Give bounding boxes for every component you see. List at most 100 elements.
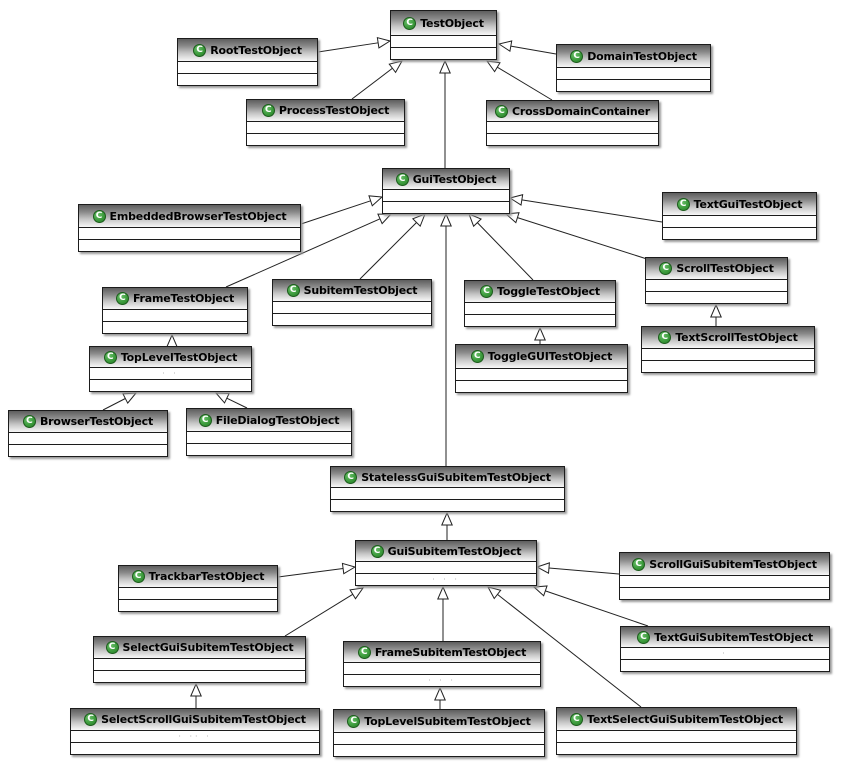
class-embedded-browser-test-object[interactable]: C EmbeddedBrowserTestObject xyxy=(78,204,301,252)
class-domain-test-object[interactable]: C DomainTestObject xyxy=(556,44,711,92)
class-title-bar: C GuiTestObject xyxy=(383,169,509,189)
class-icon-letter: C xyxy=(373,545,381,556)
class-name-label: StatelessGuiSubitemTestObject xyxy=(361,470,551,484)
methods-compartment xyxy=(465,314,615,326)
class-name-label: SelectScrollGuiSubitemTestObject xyxy=(101,713,306,726)
class-root-test-object[interactable]: C RootTestObject xyxy=(177,38,318,86)
class-icon: C xyxy=(261,104,275,117)
class-title-bar: C FileDialogTestObject xyxy=(187,409,351,431)
compartment-hint: · xyxy=(722,648,728,658)
methods-compartment xyxy=(187,443,351,455)
class-title-bar: C TextGuiTestObject xyxy=(663,193,816,215)
class-select-gui-subitem-test-object[interactable]: C SelectGuiSubitemTestObject xyxy=(93,636,306,683)
attributes-compartment xyxy=(356,561,536,573)
class-name-label: ToggleGUITestObject xyxy=(487,350,613,363)
class-icon-letter: C xyxy=(265,105,272,115)
class-text-gui-test-object[interactable]: C TextGuiTestObject xyxy=(662,192,817,240)
class-icon: C xyxy=(84,713,98,726)
methods-compartment xyxy=(94,670,305,682)
class-file-dialog-test-object[interactable]: C FileDialogTestObject xyxy=(186,408,352,456)
inheritance-edge-process-test-object-to-test-object xyxy=(351,60,404,100)
methods-compartment xyxy=(383,201,509,213)
class-select-scroll-gui-subitem-test-object[interactable]: C SelectScrollGuiSubitemTestObject · ·· … xyxy=(70,708,320,755)
class-title-bar: C SelectScrollGuiSubitemTestObject xyxy=(71,709,319,730)
methods-compartment xyxy=(620,587,829,599)
class-stateless-gui-subitem-test-object[interactable]: C StatelessGuiSubitemTestObject xyxy=(330,466,565,512)
methods-compartment xyxy=(487,133,658,145)
class-icon: C xyxy=(347,714,361,728)
class-test-object[interactable]: C TestObject xyxy=(390,10,497,60)
class-subitem-test-object[interactable]: C SubitemTestObject xyxy=(272,279,432,326)
methods-compartment xyxy=(9,444,167,456)
inheritance-line xyxy=(359,222,417,280)
methods-compartment xyxy=(273,313,431,325)
inheritance-arrowhead xyxy=(439,59,451,74)
inheritance-edge-gui-subitem-test-object-to-stateless-gui-subitem-test-object xyxy=(441,511,453,540)
attributes-compartment xyxy=(273,301,431,313)
class-gui-test-object[interactable]: C GuiTestObject xyxy=(382,168,510,214)
attributes-compartment: · xyxy=(621,647,829,659)
class-frame-subitem-test-object[interactable]: C FrameSubitemTestObject · · · xyxy=(343,641,541,687)
class-icon: C xyxy=(480,285,494,298)
class-name-label: GuiSubitemTestObject xyxy=(387,544,522,558)
methods-compartment xyxy=(642,360,814,372)
class-gui-subitem-test-object[interactable]: C GuiSubitemTestObject · · · xyxy=(355,540,537,586)
class-frame-test-object[interactable]: C FrameTestObject xyxy=(102,287,248,334)
class-text-select-gui-subitem-test-object[interactable]: C TextSelectGuiSubitemTestObject xyxy=(556,707,797,755)
methods-compartment xyxy=(456,380,627,392)
class-icon-letter: C xyxy=(196,44,203,55)
class-toggle-gui-test-object[interactable]: C ToggleGUITestObject xyxy=(455,344,628,393)
attributes-compartment xyxy=(646,279,787,291)
class-icon: C xyxy=(115,292,129,305)
class-scroll-gui-subitem-test-object[interactable]: C ScrollGuiSubitemTestObject xyxy=(619,552,830,600)
class-browser-test-object[interactable]: C BrowserTestObject xyxy=(8,410,168,457)
class-title-bar: C TopLevelTestObject xyxy=(90,347,251,367)
class-name-label: TextSelectGuiSubitemTestObject xyxy=(586,712,783,726)
methods-compartment xyxy=(646,291,787,303)
class-top-level-test-object[interactable]: C TopLevelTestObject · · xyxy=(89,346,252,392)
inheritance-line xyxy=(510,45,557,55)
attributes-compartment xyxy=(331,487,564,499)
class-toggle-test-object[interactable]: C ToggleTestObject xyxy=(464,280,616,327)
compartment-hint: · · xyxy=(162,368,179,378)
inheritance-line xyxy=(517,217,648,260)
class-icon: C xyxy=(131,570,145,583)
attributes-compartment xyxy=(383,189,509,201)
class-scroll-test-object[interactable]: C ScrollTestObject xyxy=(645,257,788,304)
class-text-gui-subitem-test-object[interactable]: C TextGuiSubitemTestObject · xyxy=(620,626,830,672)
class-icon-letter: C xyxy=(662,263,670,273)
class-icon-letter: C xyxy=(26,416,33,426)
class-icon-letter: C xyxy=(498,105,505,116)
class-name-label: TextGuiSubitemTestObject xyxy=(654,630,813,644)
attributes-compartment xyxy=(465,302,615,314)
class-title-bar: C ScrollGuiSubitemTestObject xyxy=(620,553,829,575)
inheritance-arrowhead xyxy=(377,213,393,225)
methods-compartment xyxy=(331,499,564,511)
class-icon-letter: C xyxy=(406,17,414,28)
class-name-label: TextScrollTestObject xyxy=(675,331,798,344)
methods-compartment xyxy=(391,47,496,59)
class-icon-letter: C xyxy=(134,571,142,581)
class-title-bar: C TextScrollTestObject xyxy=(642,327,814,348)
inheritance-line xyxy=(317,42,379,53)
class-process-test-object[interactable]: C ProcessTestObject xyxy=(246,99,405,146)
inheritance-line xyxy=(497,594,642,708)
inheritance-edge-scroll-gui-subitem-test-object-to-gui-subitem-test-object xyxy=(535,562,620,575)
compartment-hint: · · · xyxy=(432,574,460,584)
inheritance-line xyxy=(548,567,620,575)
attributes-compartment xyxy=(642,348,814,360)
class-cross-domain-container[interactable]: C CrossDomainContainer xyxy=(486,100,659,146)
inheritance-arrowhead xyxy=(485,60,501,73)
class-icon-letter: C xyxy=(640,631,647,642)
inheritance-arrowhead xyxy=(434,686,446,701)
class-trackbar-test-object[interactable]: C TrackbarTestObject xyxy=(118,565,278,612)
class-icon-letter: C xyxy=(573,50,581,61)
class-title-bar: C ScrollTestObject xyxy=(646,258,787,279)
class-icon-letter: C xyxy=(119,293,126,303)
class-icon: C xyxy=(103,350,117,364)
class-top-level-subitem-test-object[interactable]: C TopLevelSubitemTestObject xyxy=(333,709,545,757)
compartment-hint: · ·· · xyxy=(178,731,212,741)
inheritance-line xyxy=(284,593,354,637)
class-text-scroll-test-object[interactable]: C TextScrollTestObject xyxy=(641,326,815,373)
class-name-label: GuiTestObject xyxy=(412,172,497,186)
